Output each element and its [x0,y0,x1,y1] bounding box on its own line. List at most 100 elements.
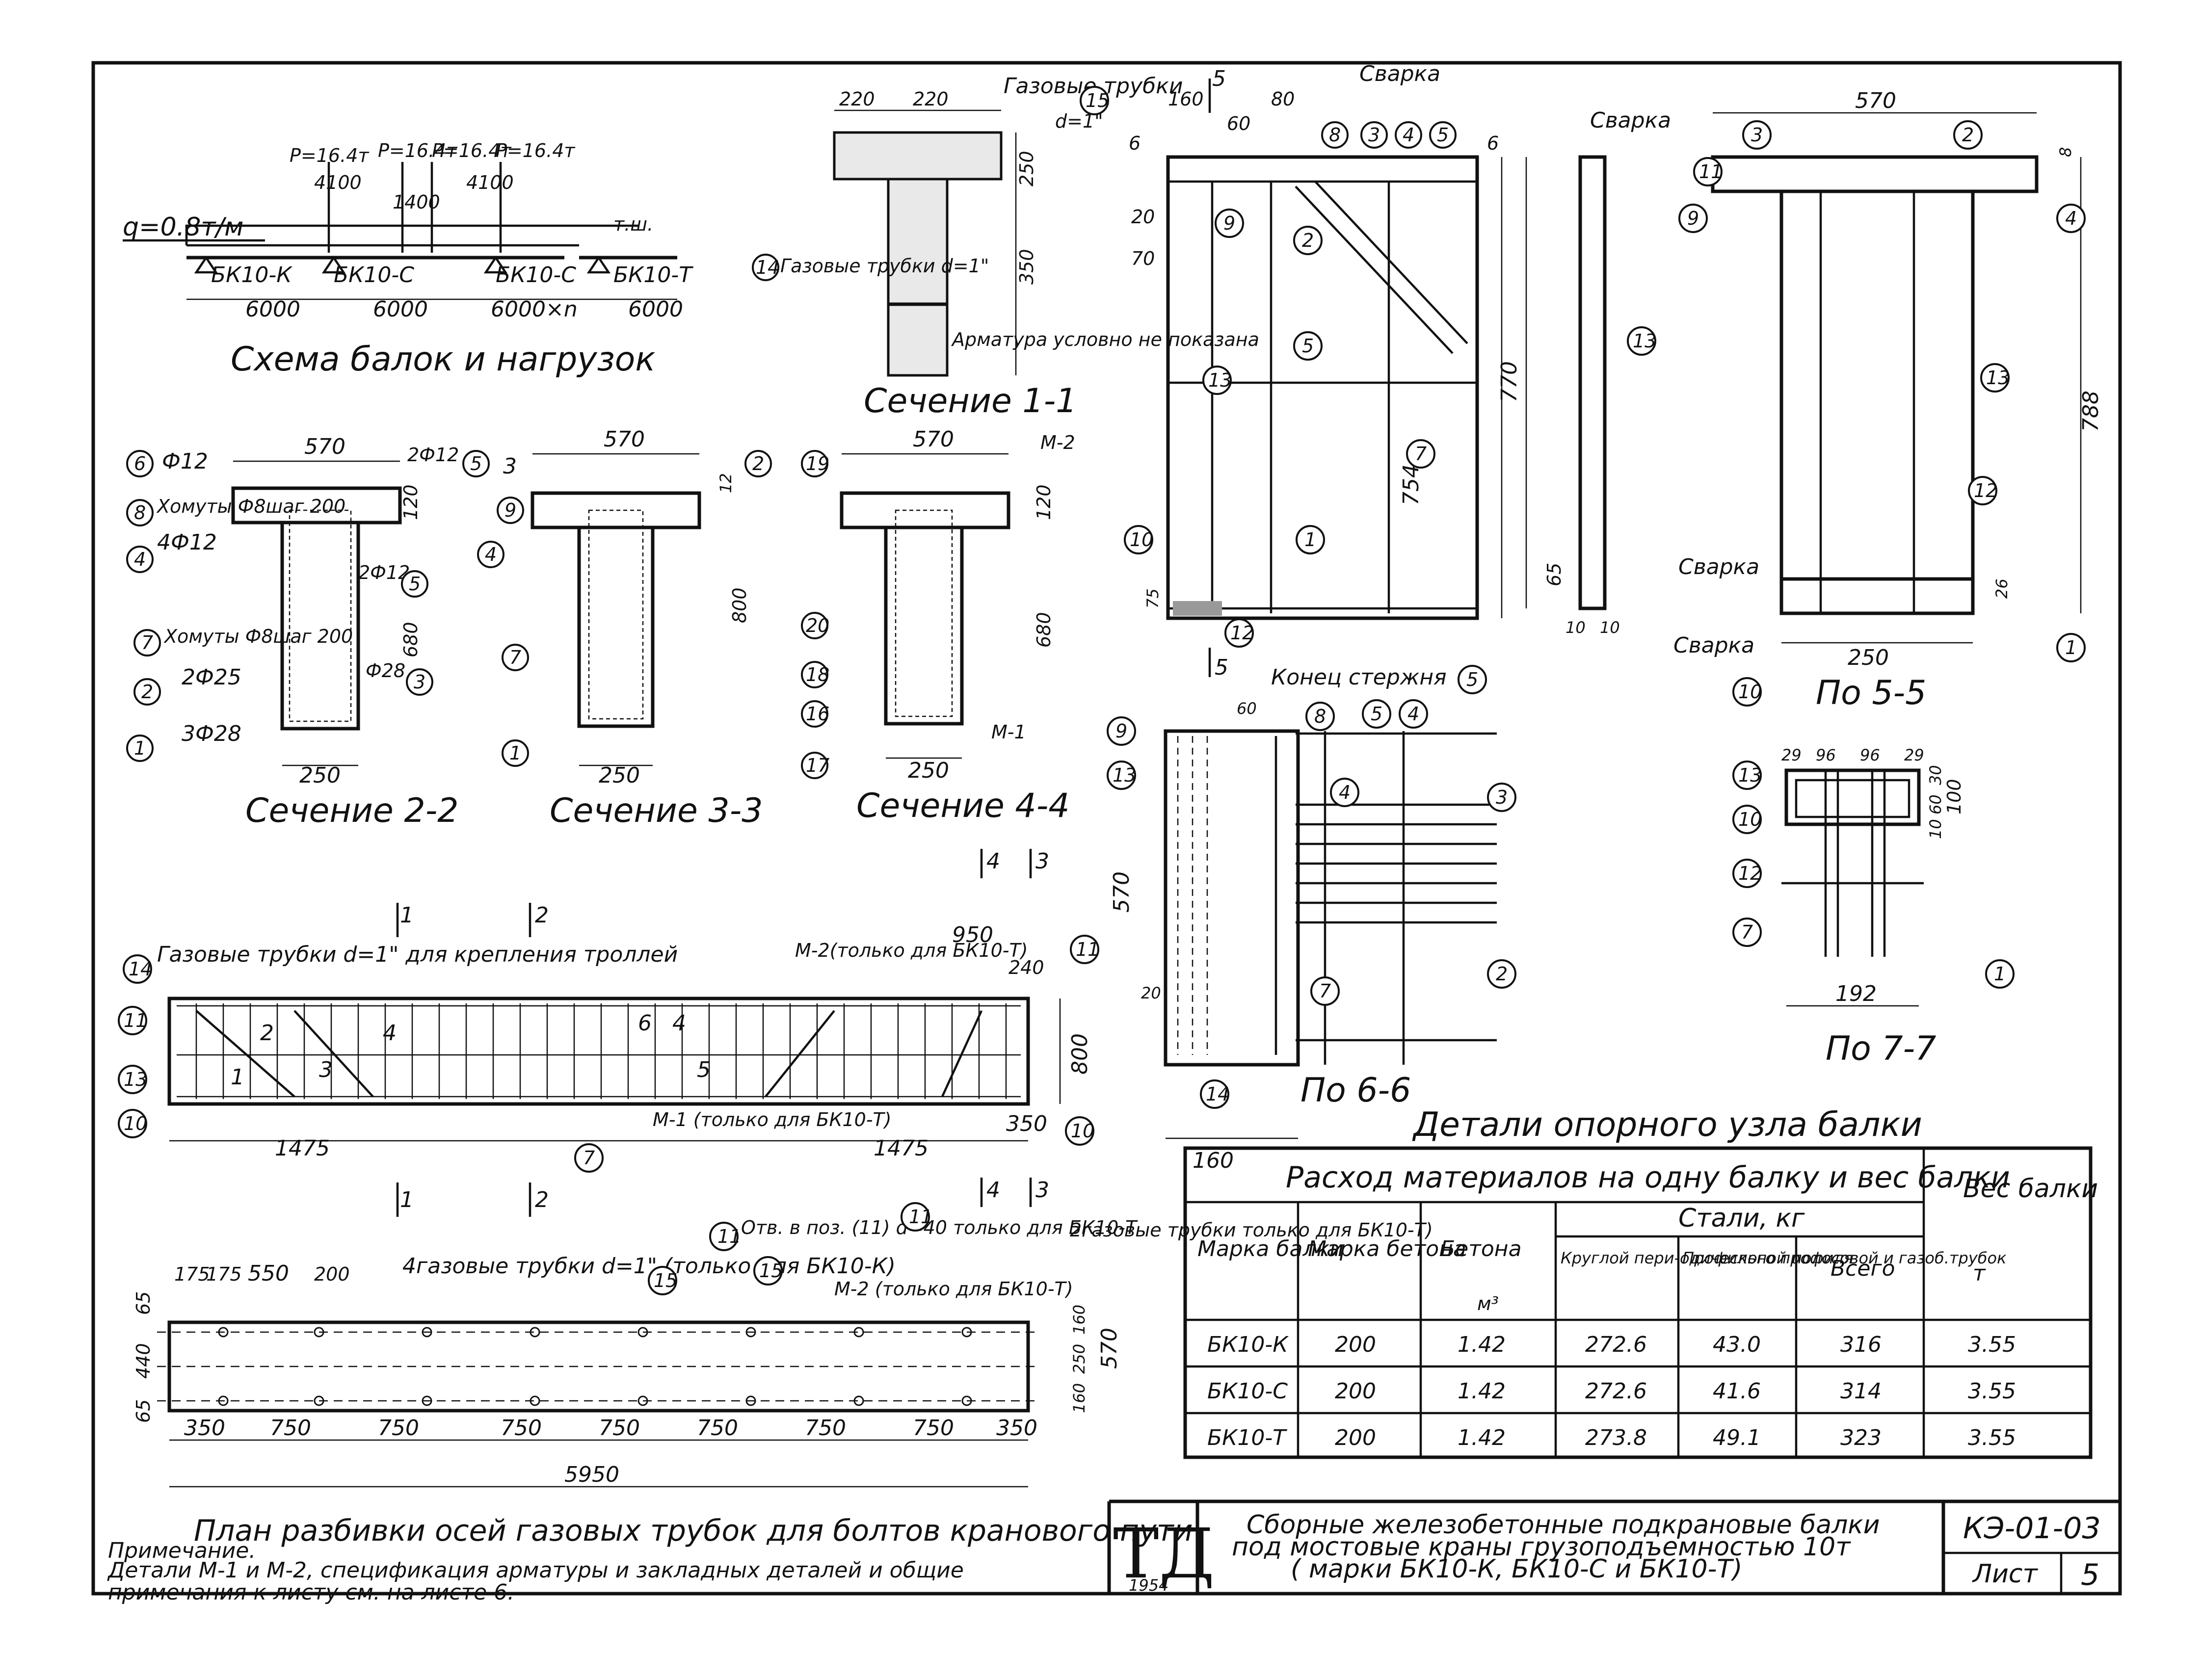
plan-bdim-7: 750 [805,1416,846,1441]
v77-mark-1: 1 [1994,963,2006,985]
sec22-mark-6: 6 [134,453,146,474]
v77-dside-4: 100 [1943,779,1965,814]
pipe-axes-plan: 350 750 750 750 750 750 750 750 350 5950… [133,1202,1433,1548]
sec44-mark-19: 19 [806,453,829,474]
v66-dim-20: 20 [1141,984,1161,1002]
v77-mark-7: 7 [1741,921,1753,943]
v77-mark-10: 10 [1738,809,1762,830]
panel-1: 1 [231,1065,244,1090]
plan-mark-11a: 11 [717,1226,741,1247]
sec22-title: Сечение 2-2 [245,791,459,830]
elev-cut-3b: 3 [1035,1178,1049,1203]
v77-dside-1: 30 [1926,765,1945,785]
plan-note-hole: Отв. в поз. (11) d=40 только для БК10-Т [741,1217,1138,1238]
note-line-1: Детали М-1 и М-2, спецификация арматуры … [107,1558,964,1583]
plan-note-2pipes: 2газовые трубки только для БК10-Т) [1070,1219,1433,1241]
support-mark-9: 9 [1223,212,1235,234]
title-line-1: Сборные железобетонные подкрановые балки [1247,1510,1880,1540]
plan-sdim-3: 65 [133,1399,154,1423]
elev-dim-800: 800 [1067,1033,1092,1075]
r1-profile: 43.0 [1713,1332,1761,1357]
sec44-width-top: 570 [913,427,954,452]
title-block: ТД 1954 Сборные железобетонные подкранов… [1107,1499,2120,1595]
th-round: Круглой пери-одического профиля [1561,1249,1853,1267]
sec22-width-top: 570 [304,434,345,459]
support-mark-2: 2 [1302,230,1314,251]
sec44-m1: М-1 [991,721,1026,743]
v66-dim-160: 160 [1193,1148,1234,1173]
r3-mark: БК10-Т [1207,1425,1287,1450]
v55-svarka-bot: Сварка [1673,633,1754,658]
pipe-hole [218,1395,229,1406]
sec33-h: 800 [729,587,750,623]
v55-title: По 5-5 [1816,674,1926,712]
r1-weight: 3.55 [1968,1332,2016,1357]
r3-total: 323 [1840,1425,1882,1450]
pipe-hole [218,1327,229,1338]
sec33-width-bottom: 250 [599,763,640,788]
elev-dim-1475b: 1475 [874,1136,929,1161]
beam-elevation: 1 2 3 4 5 6 4 14 Газовые трубки d=1" для… [118,849,1099,1217]
support-sdim-65: 65 [1543,563,1565,586]
support-mark-5a: 5 [1437,124,1449,146]
support-mark-12: 12 [1230,622,1254,644]
v77-title: По 7-7 [1826,1029,1936,1068]
pipe-hole [745,1327,756,1338]
elev-pipes-note: Газовые трубки d=1" для крепления тролле… [157,942,678,967]
general-note: Примечание. Детали М-1 и М-2, спецификац… [107,1538,964,1605]
end-label: т.ш. [613,213,653,235]
panel-5: 5 [697,1057,711,1082]
sec33-h-top: 12 [716,473,735,493]
r3-profile: 49.1 [1713,1425,1761,1450]
v66-mark-8: 8 [1314,706,1326,727]
r2-cmark: 200 [1335,1379,1376,1404]
sec11-dim-2: 220 [913,88,949,110]
r1-concrete: 1.42 [1458,1332,1506,1357]
v77-dtop-2: 96 [1816,746,1836,764]
sec22-lbl-8: 2Ф12 [358,562,410,583]
elev-mark-7: 7 [583,1147,595,1169]
v77-mark-13: 13 [1738,764,1762,786]
materials-table: Расход материалов на одну балку и вес ба… [1183,1146,2098,1459]
title-code: КЭ-01-03 [1963,1511,2101,1546]
r1-mark: БК10-К [1207,1332,1289,1357]
plan-bdim-2: 750 [270,1416,311,1441]
v66-end-note: Конец стержня [1271,665,1447,690]
pipe-hole [745,1395,756,1406]
v55-mark-9: 9 [1687,208,1699,229]
v77-dtop-1: 29 [1781,746,1802,764]
v55-mark-10: 10 [1738,681,1762,703]
r3-weight: 3.55 [1968,1425,2016,1450]
span-1: 6000 [245,297,300,322]
support-title: Детали опорного узла балки [1412,1105,1922,1144]
v55-width-bot: 250 [1848,645,1889,670]
pipe-hole [422,1327,432,1338]
v55-svarka-mid: Сварка [1678,554,1759,579]
support-cut-5a: 5 [1212,66,1226,91]
sec33-width-top: 570 [604,427,645,452]
sec22-lbl-5: 2Ф25 [182,665,241,690]
sec44-title: Сечение 4-4 [856,787,1070,825]
v55-mark-4: 4 [2065,208,2077,229]
view-7-7: 29 96 96 29 30 60 10 100 192 13 10 12 7 … [1732,746,2015,1068]
sec33-mark-4: 4 [485,544,497,565]
r2-total: 314 [1840,1379,1882,1404]
pipe-hole [637,1395,648,1406]
elev-dim-1475a: 1475 [275,1136,330,1161]
plan-rdim-1: 160 [1070,1305,1088,1335]
plan-mark-15a: 15 [654,1270,677,1291]
wheel-spacing-3: 4100 [466,172,514,193]
support-mark-8: 8 [1329,124,1341,146]
plan-tdim-3: 550 [248,1261,289,1286]
plan-tdim-2: 175 [206,1263,242,1285]
pipe-hole [530,1395,540,1406]
support-dim-20: 20 [1131,206,1155,228]
section-4-4: 570 М-2 250 680 120 М-1 19 20 18 16 17 С… [801,427,1075,825]
title-line-2: под мостовые краны грузоподъемностью 10т [1232,1532,1851,1562]
support-mark-7: 7 [1415,443,1427,465]
sec22-mark-3: 3 [414,671,425,693]
v55-dim-8: 8 [2056,147,2075,157]
title-line-3: ( марки БК10-К, БК10-С и БК10-Т) [1291,1554,1742,1584]
sec33-mark-2: 2 [752,453,764,474]
